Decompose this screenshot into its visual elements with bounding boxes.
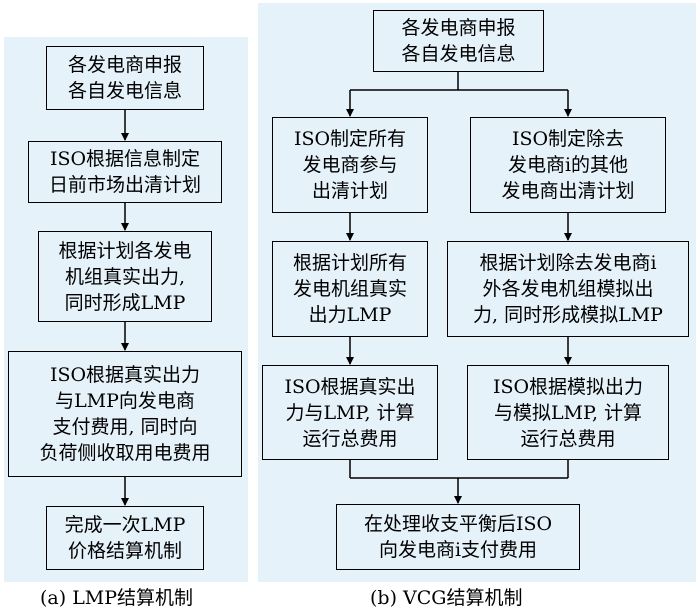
caption-a: (a) LMP结算机制: [40, 587, 194, 609]
a-step-real-output-lmp: 根据计划各发电 机组真实出力, 同时形成LMP: [38, 231, 212, 322]
caption-b: (b) VCG结算机制: [370, 587, 523, 609]
a-step-payment: ISO根据真实出力 与LMP向发电商 支付费用, 同时向 负荷侧收取用电费用: [8, 351, 242, 477]
a-step-day-ahead-plan: ISO根据信息制定 日前市场出清计划: [28, 141, 222, 203]
b-right-simulated-output: 根据计划除去发电商i 外各发电机组模拟出 力, 同时形成模拟LMP: [447, 241, 689, 337]
a-step-declare-info: 各发电商申报 各自发电信息: [46, 46, 204, 110]
b-step-declare-info: 各发电商申报 各自发电信息: [373, 10, 544, 72]
b-left-real-output: 根据计划所有 发电机组真实 出力LMP: [272, 241, 428, 337]
b-step-payment-to-supplier: 在处理收支平衡后ISO 向发电商i支付费用: [336, 504, 580, 570]
b-left-all-suppliers-plan: ISO制定所有 发电商参与 出清计划: [272, 117, 428, 213]
b-right-total-cost: ISO根据模拟出力 与模拟LMP, 计算 运行总费用: [467, 365, 669, 460]
a-step-complete: 完成一次LMP 价格结算机制: [46, 506, 204, 570]
b-right-exclude-supplier-plan: ISO制定除去 发电商i的其他 发电商出清计划: [470, 117, 666, 213]
b-left-total-cost: ISO根据真实出 力与LMP, 计算 运行总费用: [262, 365, 438, 460]
